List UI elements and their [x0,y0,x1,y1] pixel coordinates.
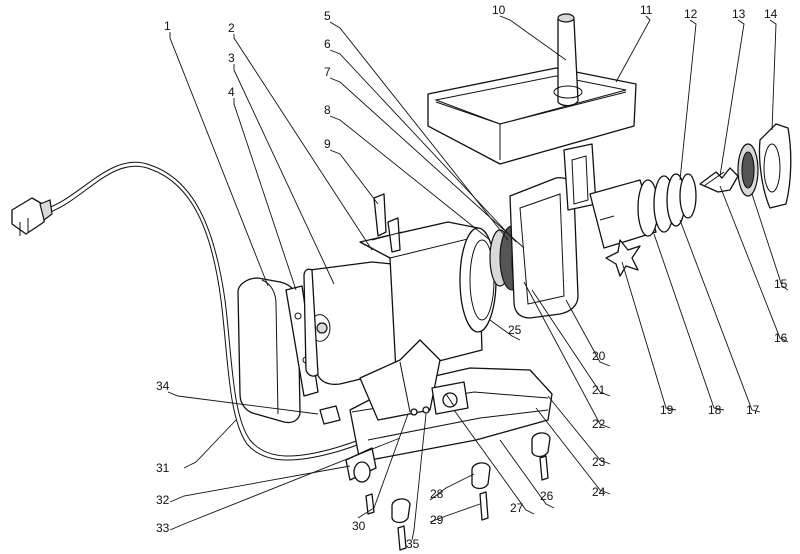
callout-24: 24 [592,485,606,499]
screws [365,455,549,551]
leader-lines [167,15,789,541]
gear-housing [509,176,579,319]
callout-15: 15 [774,277,788,291]
callout-11: 11 [640,3,653,17]
callout-7: 7 [324,65,331,79]
callout-32: 32 [156,493,170,507]
callout-25: 25 [508,323,522,337]
callout-5: 5 [324,9,331,23]
callout-16: 16 [774,331,788,345]
callout-19: 19 [660,403,674,417]
callout-27: 27 [510,501,524,515]
callout-1: 1 [164,19,171,33]
motor-housing [303,261,399,386]
pusher [553,13,583,107]
control-panel [410,381,469,416]
grinder-head-throat [563,143,597,211]
cutting-blade [699,167,739,193]
callout-31: 31 [156,461,170,475]
callout-14: 14 [764,7,778,21]
callout-labels: 1 2 3 4 5 6 7 8 9 10 11 12 13 14 15 16 1… [156,3,788,551]
callout-2: 2 [228,21,235,35]
callout-30: 30 [352,519,366,533]
callout-18: 18 [708,403,722,417]
callout-21: 21 [592,383,606,397]
callout-23: 23 [592,455,606,469]
callout-3: 3 [228,51,235,65]
ring-nut [758,123,792,209]
grinder-head [589,173,697,249]
power-cord [41,161,377,461]
callout-6: 6 [324,37,331,51]
rubber-feet [391,432,551,524]
strain-relief [345,447,377,483]
callout-8: 8 [324,103,331,117]
handle-bracket [371,193,403,253]
callout-13: 13 [732,7,746,21]
callout-35: 35 [406,537,420,551]
gear-cover-plate [459,227,497,333]
capacitor-block [319,405,341,425]
grinding-plate [737,143,759,197]
callout-28: 28 [430,487,444,501]
callout-17: 17 [746,403,760,417]
callout-12: 12 [684,7,698,21]
callout-33: 33 [156,521,170,535]
callout-34: 34 [156,379,170,393]
callout-9: 9 [324,137,331,151]
plug [11,197,53,236]
locking-knob [605,239,641,277]
callout-22: 22 [592,417,606,431]
callout-4: 4 [228,85,235,99]
callout-10: 10 [492,3,506,17]
food-tray [427,67,637,165]
callout-29: 29 [430,513,444,527]
base [349,339,553,463]
callout-26: 26 [540,489,554,503]
callout-20: 20 [592,349,606,363]
